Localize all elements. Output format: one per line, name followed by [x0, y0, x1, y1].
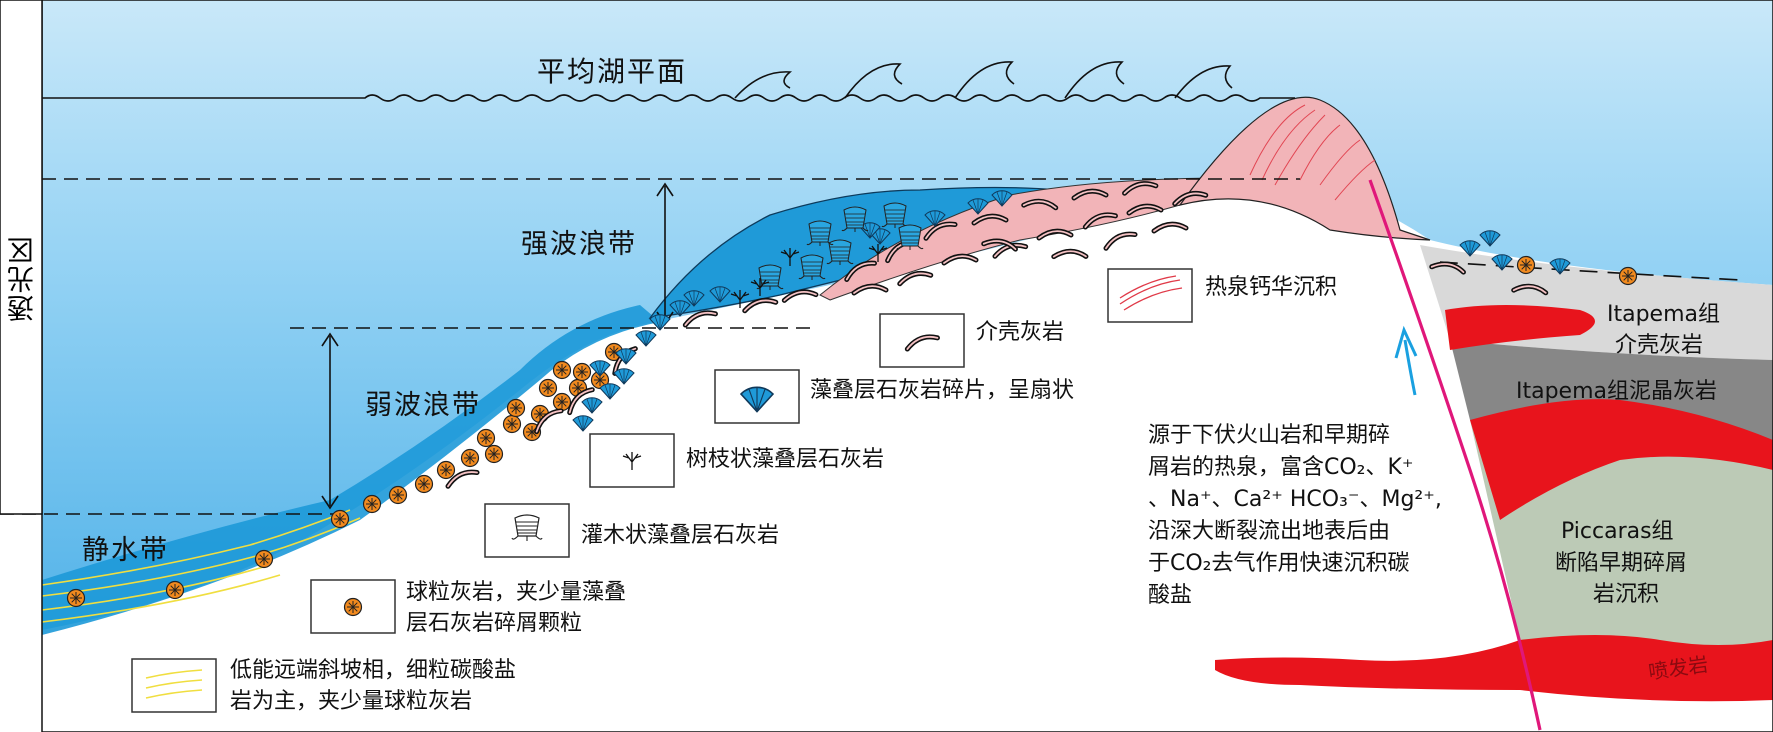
dashed-line-right	[1439, 261, 1741, 281]
legend-fan-label: 藻叠层石灰岩碎片，呈扇状	[810, 378, 1075, 403]
legend-low-energy-line-1: 低能远端斜坡相，细粒碳酸盐	[230, 658, 517, 683]
piccaras-label-1: Piccaras组	[1561, 519, 1674, 544]
legend-peloid-line-2: 层石灰岩碎屑颗粒	[406, 611, 583, 636]
photic-zone-label: 透光区	[8, 235, 39, 322]
mean-lake-level-line	[42, 94, 1295, 102]
legend-shrub-label: 灌木状藻叠层石灰岩	[581, 523, 780, 548]
itapema-coquina-label-2: 介壳灰岩	[1615, 333, 1704, 358]
legend-shrub-icon	[484, 503, 570, 558]
hot-spring-line-2: 屑岩的热泉，富含CO₂、K⁺	[1148, 455, 1414, 480]
weak-wave-arrow	[321, 332, 339, 510]
legend-travertine-icon	[1107, 268, 1193, 323]
legend-peloid-icon	[310, 579, 396, 634]
deep-fault	[1368, 179, 1542, 731]
volcanic-lower	[1215, 635, 1773, 702]
legend-tree-label: 树枝状藻叠层石灰岩	[686, 447, 885, 472]
itapema-coquina-label-1: Itapema组	[1607, 302, 1721, 327]
still-water-zone-label: 静水带	[82, 535, 169, 566]
slope-band	[42, 305, 660, 635]
hot-spring-description: 源于下伏火山岩和早期碎 屑岩的热泉，富含CO₂、K⁺ 、Na⁺、Ca²⁺ HCO…	[1148, 420, 1442, 612]
mean-lake-level-label: 平均湖平面	[537, 55, 688, 88]
hot-spring-line-3: 、Na⁺、Ca²⁺ HCO₃⁻、Mg²⁺,	[1148, 487, 1442, 512]
hot-spring-line-6: 酸盐	[1148, 583, 1193, 608]
legend-peloid-line-1: 球粒灰岩，夹少量藻叠	[406, 580, 627, 605]
legend-low-energy-line-2: 岩为主，夹少量球粒灰岩	[230, 689, 473, 714]
piccaras-label-3: 岩沉积	[1593, 582, 1660, 607]
legend-fan-icon	[714, 369, 800, 424]
legend-coquina-icon	[879, 313, 965, 368]
lake-floor	[42, 175, 1773, 732]
hot-spring-mound	[1178, 96, 1431, 241]
photic-zone-bar	[0, 0, 43, 515]
volcanic-middle	[1470, 399, 1773, 520]
weak-wave-zone-label: 弱波浪带	[365, 390, 481, 421]
legend-travertine-label: 热泉钙华沉积	[1205, 275, 1338, 300]
volcanic-upper	[1445, 305, 1595, 350]
breaking-waves	[734, 61, 1233, 99]
hot-spring-line-4: 沿深大断裂流出地表后由	[1148, 519, 1391, 544]
legend-tree-icon	[589, 433, 675, 488]
legend-low-energy-label: 低能远端斜坡相，细粒碳酸盐 岩为主，夹少量球粒灰岩	[230, 655, 516, 717]
legend-peloid-label: 球粒灰岩，夹少量藻叠 层石灰岩碎屑颗粒	[406, 577, 626, 639]
strong-wave-zone-label: 强波浪带	[521, 229, 637, 260]
legend-low-energy-icon	[131, 658, 217, 713]
hot-spring-arrow	[1394, 325, 1418, 396]
itapema-micrite-label: Itapema组泥晶灰岩	[1516, 379, 1718, 404]
hot-spring-line-5: 于CO₂去气作用快速沉积碳	[1148, 551, 1410, 576]
legend-coquina-label: 介壳灰岩	[976, 320, 1065, 345]
hot-spring-line-1: 源于下伏火山岩和早期碎	[1148, 423, 1391, 448]
piccaras-label-2: 断陷早期碎屑	[1555, 551, 1688, 576]
